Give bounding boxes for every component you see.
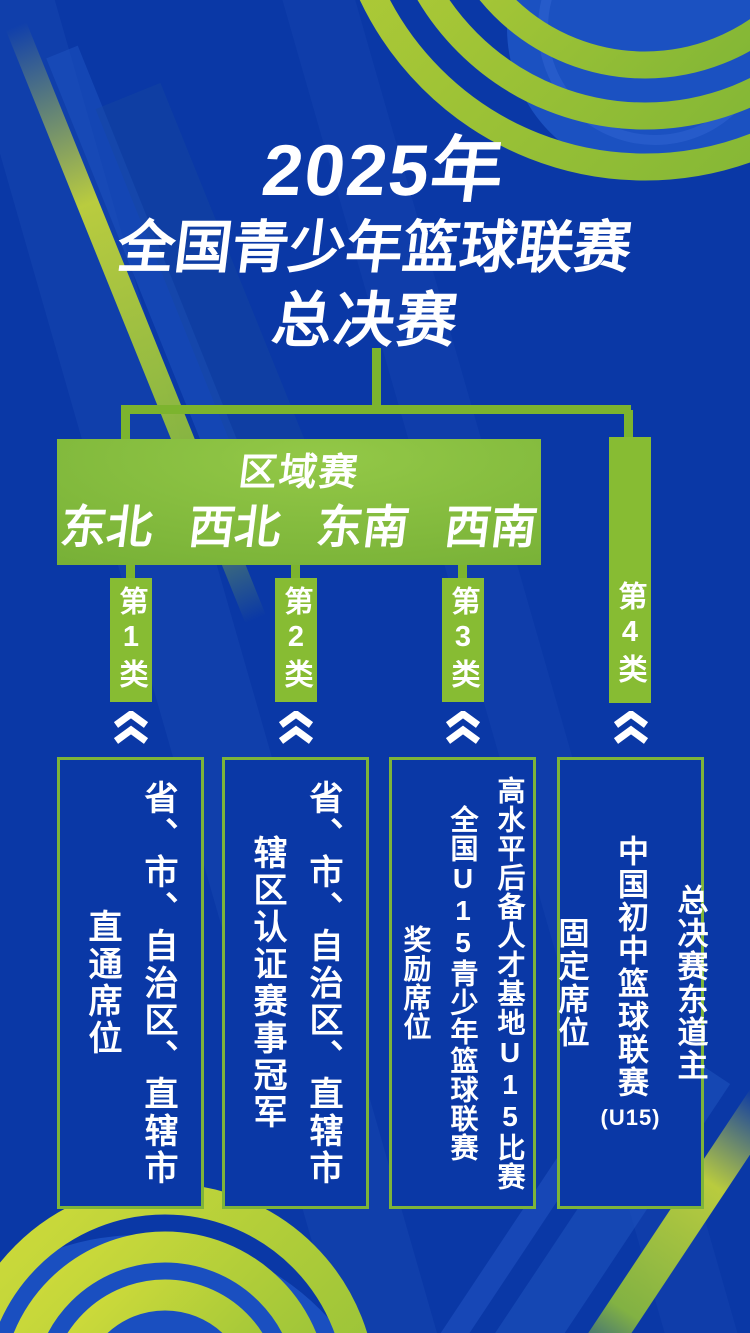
seat-box-category-2: 省、市、自治区、直辖市 辖区认证赛事冠军: [222, 757, 369, 1209]
connector-drop-cat2: [291, 562, 300, 581]
seat-column: 省、市、自治区、直辖市: [299, 780, 348, 1187]
zone-southeast: 东南: [313, 501, 413, 553]
seat-column: 奖励席位: [396, 925, 436, 1041]
decor-streak: [46, 45, 273, 541]
seat-column: 省、市、自治区、直辖市: [134, 780, 183, 1187]
seat-column: 全国U15青少年篮球联赛: [443, 805, 483, 1162]
poster-title: 2025年 全国青少年篮球联赛 总决赛: [0, 130, 750, 358]
seat-text: 全国U15青少年篮球联赛: [447, 804, 479, 1162]
seat-column: 固定席位: [549, 917, 594, 1049]
decor-arc: [67, 1279, 263, 1333]
category-4-bar: 第4类: [609, 437, 651, 703]
decor-arc: [359, 0, 750, 181]
double-chevron-up-icon: [113, 711, 149, 744]
seat-text: 固定席位: [553, 917, 589, 1049]
seat-text: 直通席位: [83, 909, 121, 1057]
title-year: 2025年: [257, 131, 510, 211]
decor-streak: [562, 1088, 750, 1333]
seat-text: 高水平后备人才基地U15比赛: [494, 775, 526, 1191]
seat-text: 辖区认证赛事冠军: [248, 835, 286, 1131]
seat-box-category-3: 高水平后备人才基地U15比赛 全国U15青少年篮球联赛 奖励席位: [389, 757, 536, 1209]
region-stage-box: 区域赛 东北 西北 东南 西南: [57, 439, 541, 565]
seat-column: 中国初中篮球联赛 (U15): [601, 835, 661, 1131]
category-3-bar: 第3类: [442, 578, 484, 702]
seat-column: 总决赛东道主: [668, 884, 713, 1082]
category-1-label: 第1类: [115, 586, 147, 694]
connector-drop-cat1: [126, 562, 135, 581]
region-stage-name: 区域赛: [236, 452, 362, 494]
zone-southwest: 西南: [441, 501, 541, 553]
connector-title-stub: [372, 348, 381, 408]
seat-column: 直通席位: [78, 909, 127, 1057]
double-chevron-up-icon: [278, 711, 314, 744]
seat-text: 中国初中篮球联赛: [613, 835, 648, 1099]
decor-arc: [417, 0, 750, 130]
seat-text: 奖励席位: [400, 925, 432, 1041]
region-zones: 东北 西北 东南 西南: [58, 500, 541, 554]
connector-drop-left: [121, 410, 130, 442]
seat-box-category-4: 总决赛东道主 中国初中篮球联赛 (U15) 固定席位: [554, 757, 708, 1209]
category-4-label: 第4类: [614, 581, 646, 689]
title-league-name: 全国青少年篮球联赛: [114, 216, 635, 280]
connector-drop-cat3: [458, 562, 467, 581]
title-finals: 总决赛: [268, 287, 463, 354]
zone-northwest: 西北: [185, 501, 285, 553]
connector-drop-right: [624, 410, 633, 442]
seat-text-suffix: (U15): [600, 1105, 661, 1130]
decor-streak: [95, 82, 322, 508]
seat-box-category-1: 省、市、自治区、直辖市 直通席位: [57, 757, 204, 1209]
connector-horizontal: [121, 405, 631, 414]
decor-streak: [397, 1123, 600, 1333]
seat-column: 辖区认证赛事冠军: [243, 835, 292, 1131]
decor-arc: [13, 1231, 317, 1333]
category-3-label: 第3类: [447, 586, 479, 694]
seat-text: 省、市、自治区、直辖市: [304, 779, 342, 1187]
seat-text: 总决赛东道主: [672, 884, 708, 1082]
seat-text: 省、市、自治区、直辖市: [139, 779, 177, 1187]
category-2-label: 第2类: [280, 586, 312, 694]
double-chevron-up-icon: [445, 711, 481, 744]
double-chevron-up-icon: [613, 711, 649, 744]
seat-column: 高水平后备人才基地U15比赛: [490, 776, 530, 1191]
category-1-bar: 第1类: [110, 578, 152, 702]
category-2-bar: 第2类: [275, 578, 317, 702]
decor-arc: [479, 0, 750, 79]
zone-northeast: 东北: [57, 501, 157, 553]
